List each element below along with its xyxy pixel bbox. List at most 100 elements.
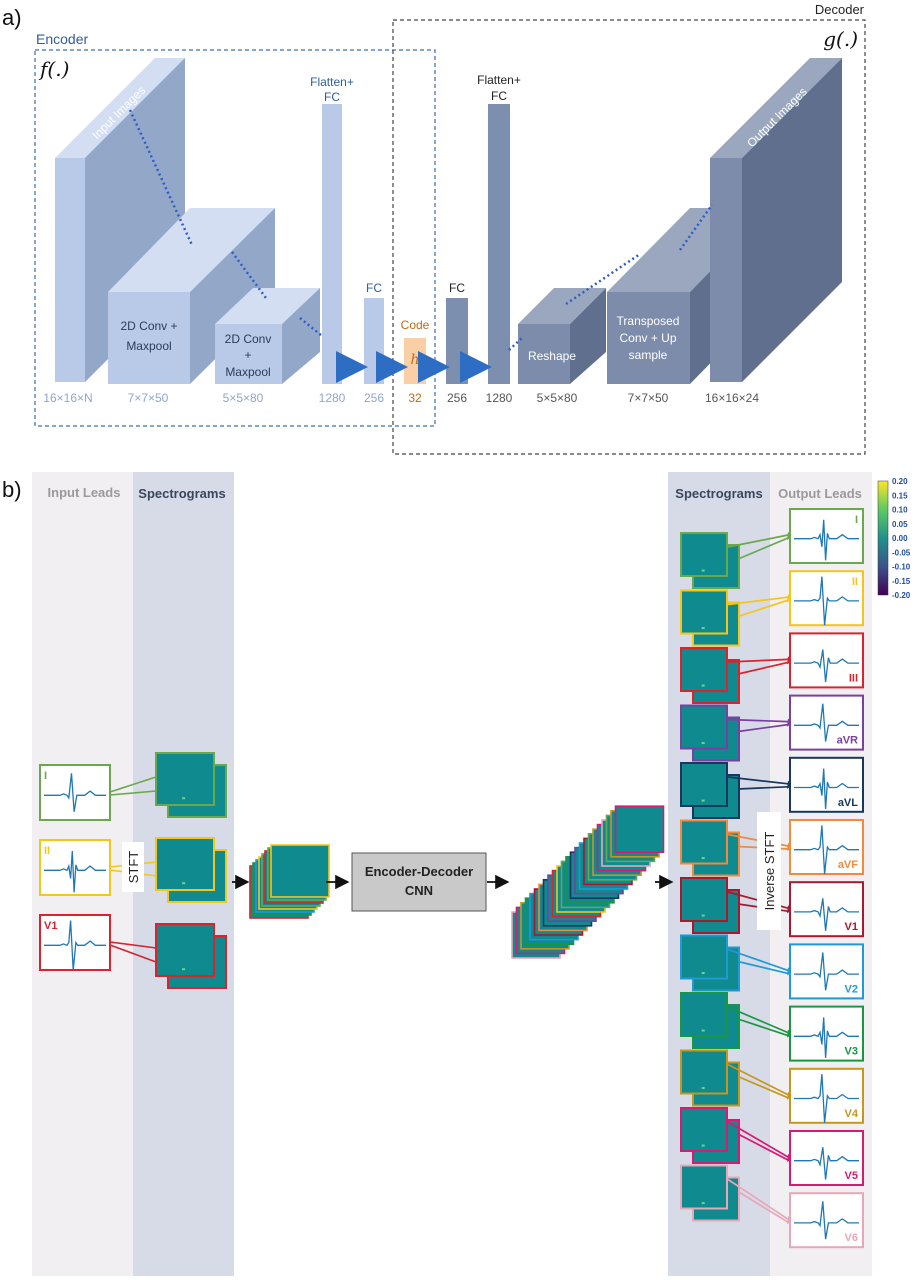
encoder-flatten-fc-bar (322, 104, 342, 384)
lead-name-label: I (855, 514, 858, 526)
conv-block-2 (215, 288, 320, 324)
svg-text:FC: FC (449, 281, 465, 295)
svg-text:7×7×50: 7×7×50 (628, 391, 669, 405)
spectrogram-pair (680, 1164, 740, 1222)
ecg-trace (794, 1201, 859, 1240)
stacked-output-spectrograms (511, 805, 665, 959)
lead-name-label: V6 (845, 1232, 858, 1244)
svg-text:16×16×N: 16×16×N (43, 391, 92, 405)
ecg-trace (44, 850, 106, 893)
spectrogram-pair (680, 762, 740, 819)
lead-panel: II (789, 570, 864, 627)
lead-name-label: aVF (838, 859, 858, 871)
ecg-trace (794, 1074, 859, 1123)
ecg-trace (794, 768, 859, 810)
svg-text:5×5×80: 5×5×80 (223, 391, 264, 405)
svg-text:Code: Code (401, 318, 430, 332)
encoder-label: Encoder (36, 31, 88, 47)
lead-name-label: V1 (845, 921, 858, 933)
inverse-stft-label: Inverse STFT (762, 832, 777, 911)
spectrogram-pair (680, 532, 740, 589)
lead-panel: II (39, 839, 111, 896)
lead-name-label: aVL (838, 797, 858, 809)
colorbar-ticks: 0.200.150.100.050.00-0.05-0.10-0.15-0.20 (892, 477, 911, 600)
svg-text:FC: FC (324, 90, 340, 104)
colorbar-tick-label: 0.15 (892, 491, 908, 500)
encoder-box (34, 49, 436, 427)
colorbar-tick-label: -0.10 (892, 563, 911, 572)
ecg-trace (794, 825, 859, 875)
svg-text:h: h (410, 352, 419, 368)
ecg-trace (794, 649, 859, 683)
ecg-trace (794, 576, 859, 626)
lead-panel: V2 (789, 943, 864, 1000)
svg-text:256: 256 (447, 391, 467, 405)
svg-text:5×5×80: 5×5×80 (537, 391, 578, 405)
lead-name-label: V2 (845, 983, 858, 995)
spectrogram-pair (680, 1049, 740, 1107)
spectrogram-pair (680, 647, 740, 704)
decoder-box (392, 19, 866, 455)
svg-text:Conv + Up: Conv + Up (619, 331, 676, 345)
lead-panel: V4 (789, 1067, 864, 1124)
lead-name-label: III (849, 672, 858, 684)
spectrogram-pair (680, 589, 740, 647)
ecg-trace (794, 898, 859, 931)
lead-panel: III (789, 632, 864, 689)
spectrogram-pair (155, 923, 227, 989)
spectrograms-header-right: Spectrograms (675, 486, 762, 501)
svg-text:1280: 1280 (319, 391, 346, 405)
svg-text:CNN: CNN (405, 883, 433, 898)
svg-text:2D Conv: 2D Conv (225, 332, 272, 346)
dimension-labels: 16×16×N 7×7×50 5×5×80 1280 256 32 256 12… (43, 391, 759, 405)
ecg-trace (794, 703, 859, 742)
ecg-trace (794, 519, 859, 561)
colorbar (877, 480, 889, 596)
colorbar-tick-label: -0.15 (892, 577, 911, 586)
colorbar-tick-label: 0.00 (892, 534, 908, 543)
spectrogram-pair (155, 837, 227, 903)
lead-panel: V1 (39, 914, 111, 971)
stacked-spectrogram (614, 805, 665, 854)
ecg-trace (44, 773, 106, 812)
panel-a-label: a) (2, 5, 22, 30)
output-leads-header: Output Leads (778, 486, 862, 501)
stacked-spectrogram (270, 844, 330, 898)
svg-text:32: 32 (408, 391, 422, 405)
svg-text:Flatten+: Flatten+ (310, 75, 354, 89)
decoder-fc-bar (446, 298, 468, 384)
lead-name-label: V1 (44, 920, 57, 932)
lead-panel: V3 (789, 1005, 864, 1062)
lead-panel: I (789, 508, 864, 564)
conv-block-1 (108, 208, 275, 292)
stacked-input-spectrograms (249, 844, 330, 919)
svg-text:+: + (244, 348, 251, 362)
svg-text:Reshape: Reshape (528, 349, 576, 363)
svg-text:FC: FC (491, 89, 507, 103)
lead-name-label: II (852, 576, 858, 588)
encoder-fc-bar (364, 298, 384, 384)
svg-text:Flatten+: Flatten+ (477, 73, 521, 87)
svg-text:2D Conv +: 2D Conv + (120, 319, 177, 333)
lead-panel: V6 (789, 1192, 864, 1249)
spectrogram-pair (680, 934, 740, 992)
lead-name-label: V3 (845, 1046, 858, 1058)
g-function-label: g(.) (823, 27, 858, 51)
svg-text:7×7×50: 7×7×50 (128, 391, 169, 405)
lead-name-label: aVR (837, 735, 858, 747)
lead-panel: aVR (789, 694, 864, 751)
lead-panel: I (39, 764, 111, 821)
ecg-trace (794, 1017, 859, 1058)
f-function-label: f(.) (38, 57, 69, 81)
spectrogram-pair (680, 992, 740, 1049)
lead-panel: aVF (789, 819, 864, 875)
decoder-flatten-fc-bar (488, 104, 510, 384)
svg-text:FC: FC (366, 281, 382, 295)
svg-text:1280: 1280 (486, 391, 513, 405)
lead-panel: aVL (789, 756, 864, 813)
decoder-label: Decoder (815, 2, 865, 17)
spectrogram-pair (680, 1107, 740, 1164)
